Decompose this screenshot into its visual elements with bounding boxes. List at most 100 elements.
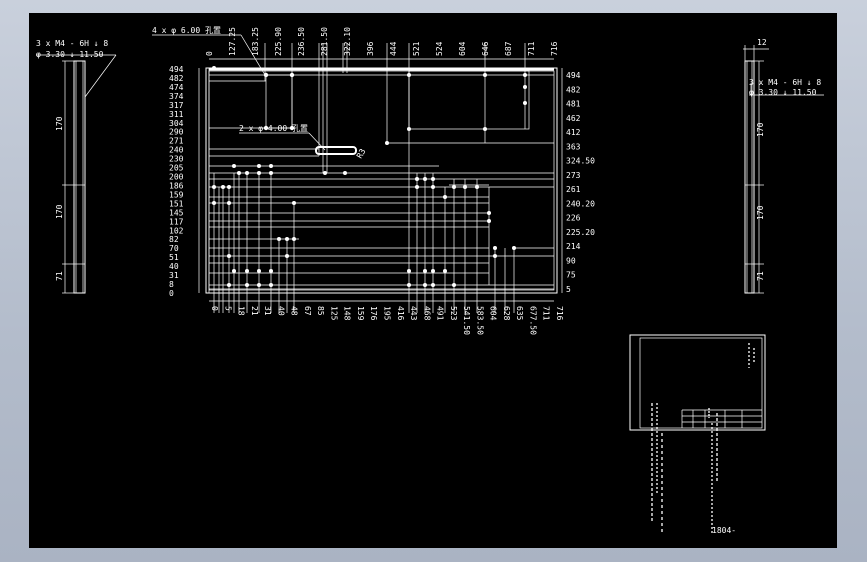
right-dim-3: 71	[756, 271, 765, 281]
drawing-canvas: 3 x M4 - 6H ↓ 8 φ 3.30 ↓ 11.50 170 170 7…	[36, 26, 824, 535]
front-view: R3	[152, 26, 595, 335]
right-side-view: 12 3 x M4 - 6H ↓ 8 φ 3.30 ↓ 11.50 170 17…	[743, 38, 824, 294]
bottom-dim-label: 711	[542, 306, 551, 321]
right-dim-label: 462	[566, 114, 581, 123]
callout-4mm-holes: 2 x φ 4.00 孔置	[239, 124, 308, 133]
callout-6mm-holes: 4 x φ 6.00 孔置	[152, 26, 221, 35]
bottom-dim-label: 628	[502, 306, 511, 321]
bottom-dim-label: 491	[436, 306, 445, 321]
left-dim-label: 374	[169, 92, 184, 101]
top-dim-label: 183.25	[251, 27, 260, 56]
bottom-dim-label: 85	[316, 306, 325, 316]
bottom-dim-label: 125	[329, 306, 338, 321]
left-dim-label: 205	[169, 164, 184, 173]
bottom-dim-label: 0	[210, 306, 219, 311]
top-dim-label: 604	[458, 41, 467, 56]
top-dim-label: 396	[366, 41, 375, 56]
left-dim-label: 70	[169, 244, 179, 253]
left-dim-2: 170	[55, 204, 64, 219]
title-block: 1804-	[629, 334, 766, 535]
left-dim-label: 31	[169, 271, 179, 280]
left-side-view: 3 x M4 - 6H ↓ 8 φ 3.30 ↓ 11.50 170 170 7…	[36, 39, 117, 294]
bottom-dim-label: 443	[409, 306, 418, 321]
left-dim-3: 71	[55, 271, 64, 281]
bottom-dim-label: 31	[263, 306, 272, 316]
left-dim-label: 51	[169, 253, 179, 262]
top-dim-label: 716	[550, 41, 559, 56]
left-dim-label: 311	[169, 110, 184, 119]
right-dim-label: 494	[566, 71, 581, 80]
right-dim-label: 240.20	[566, 199, 595, 208]
bottom-dim-label: 195	[383, 306, 392, 321]
left-dim-label: 271	[169, 137, 184, 146]
top-dim-label: 281.50	[320, 27, 329, 56]
left-dim-label: 494	[169, 65, 184, 74]
left-dim-label: 290	[169, 128, 184, 137]
bottom-dim-label: 604	[489, 306, 498, 321]
top-dimension-labels: 0 127.25 183.25 225.90 236.50 281.50 322.10 396…	[205, 27, 559, 56]
drawing-code: 1804-	[712, 526, 736, 535]
left-note-line1: 3 x M4 - 6H ↓ 8	[36, 39, 108, 48]
left-dim-label: 200	[169, 173, 184, 182]
title-notes-marks	[651, 343, 755, 533]
bottom-dim-label: 176	[369, 306, 378, 321]
hole-grid-lines	[209, 70, 554, 290]
top-dim-label: 0	[205, 51, 214, 56]
bottom-dim-label: 159	[356, 306, 365, 321]
bottom-dim-label: 416	[396, 306, 405, 321]
left-dim-label: 0	[169, 289, 174, 298]
left-dim-label: 40	[169, 262, 179, 271]
top-dim-label: 236.50	[297, 27, 306, 56]
top-dim-label: 524	[435, 41, 444, 56]
right-dim-label: 75	[566, 271, 576, 280]
right-dim-label: 363	[566, 142, 581, 151]
right-dim-label: 324.50	[566, 157, 595, 166]
right-dim-label: 226	[566, 214, 581, 223]
top-dim-label: 711	[527, 41, 536, 56]
right-dim-label: 412	[566, 128, 581, 137]
cad-viewport[interactable]: 3 x M4 - 6H ↓ 8 φ 3.30 ↓ 11.50 170 170 7…	[29, 13, 837, 548]
left-dim-label: 304	[169, 119, 184, 128]
left-dim-label: 159	[169, 190, 184, 199]
left-dim-label: 186	[169, 181, 184, 190]
right-dim-label: 481	[566, 100, 581, 109]
left-dimension-labels: 4944824743743173113042902712402302052001…	[169, 65, 184, 298]
top-dim-label: 225.90	[274, 27, 283, 56]
left-dim-label: 145	[169, 208, 184, 217]
bottom-dim-label: 677.50	[528, 306, 537, 335]
bottom-dim-label: 635	[515, 306, 524, 321]
bottom-dim-label: 148	[343, 306, 352, 321]
bottom-dim-label: 523	[449, 306, 458, 321]
right-dim-label: 273	[566, 171, 581, 180]
top-dim-label: 521	[412, 41, 421, 56]
top-dim-label: 127.25	[228, 27, 237, 56]
left-dim-label: 230	[169, 155, 184, 164]
right-dim-label: 214	[566, 242, 581, 251]
bottom-dim-label: 67	[303, 306, 312, 316]
bottom-dim-label: 18	[237, 306, 246, 316]
top-dim-label: 322.10	[343, 27, 352, 56]
bottom-dim-label: 5	[223, 306, 232, 311]
bottom-dim-label: 541.50	[462, 306, 471, 335]
right-dim-label: 90	[566, 256, 576, 265]
vertical-grid-lines	[213, 43, 526, 313]
right-note-line2: φ 3.30 ↓ 11.50	[749, 88, 817, 97]
left-dim-label: 482	[169, 74, 184, 83]
bottom-dim-label: 48	[290, 306, 299, 316]
right-dim-label: 5	[566, 285, 571, 294]
right-dim-1: 170	[756, 122, 765, 137]
bottom-dim-label: 468	[422, 306, 431, 321]
right-dim-label: 261	[566, 185, 581, 194]
right-note-line1: 3 x M4 - 6H ↓ 8	[749, 78, 821, 87]
bottom-dim-label: 40	[276, 306, 285, 316]
left-dim-label: 151	[169, 199, 184, 208]
mounting-holes	[212, 66, 527, 287]
top-dim-label: 444	[389, 41, 398, 56]
right-top-dim: 12	[757, 38, 767, 47]
bottom-dim-label: 21	[250, 306, 259, 316]
top-dim-label: 646	[481, 41, 490, 56]
left-dim-label: 82	[169, 235, 179, 244]
left-dim-label: 102	[169, 226, 184, 235]
right-dim-2: 170	[756, 205, 765, 220]
top-dim-label: 687	[504, 41, 513, 56]
